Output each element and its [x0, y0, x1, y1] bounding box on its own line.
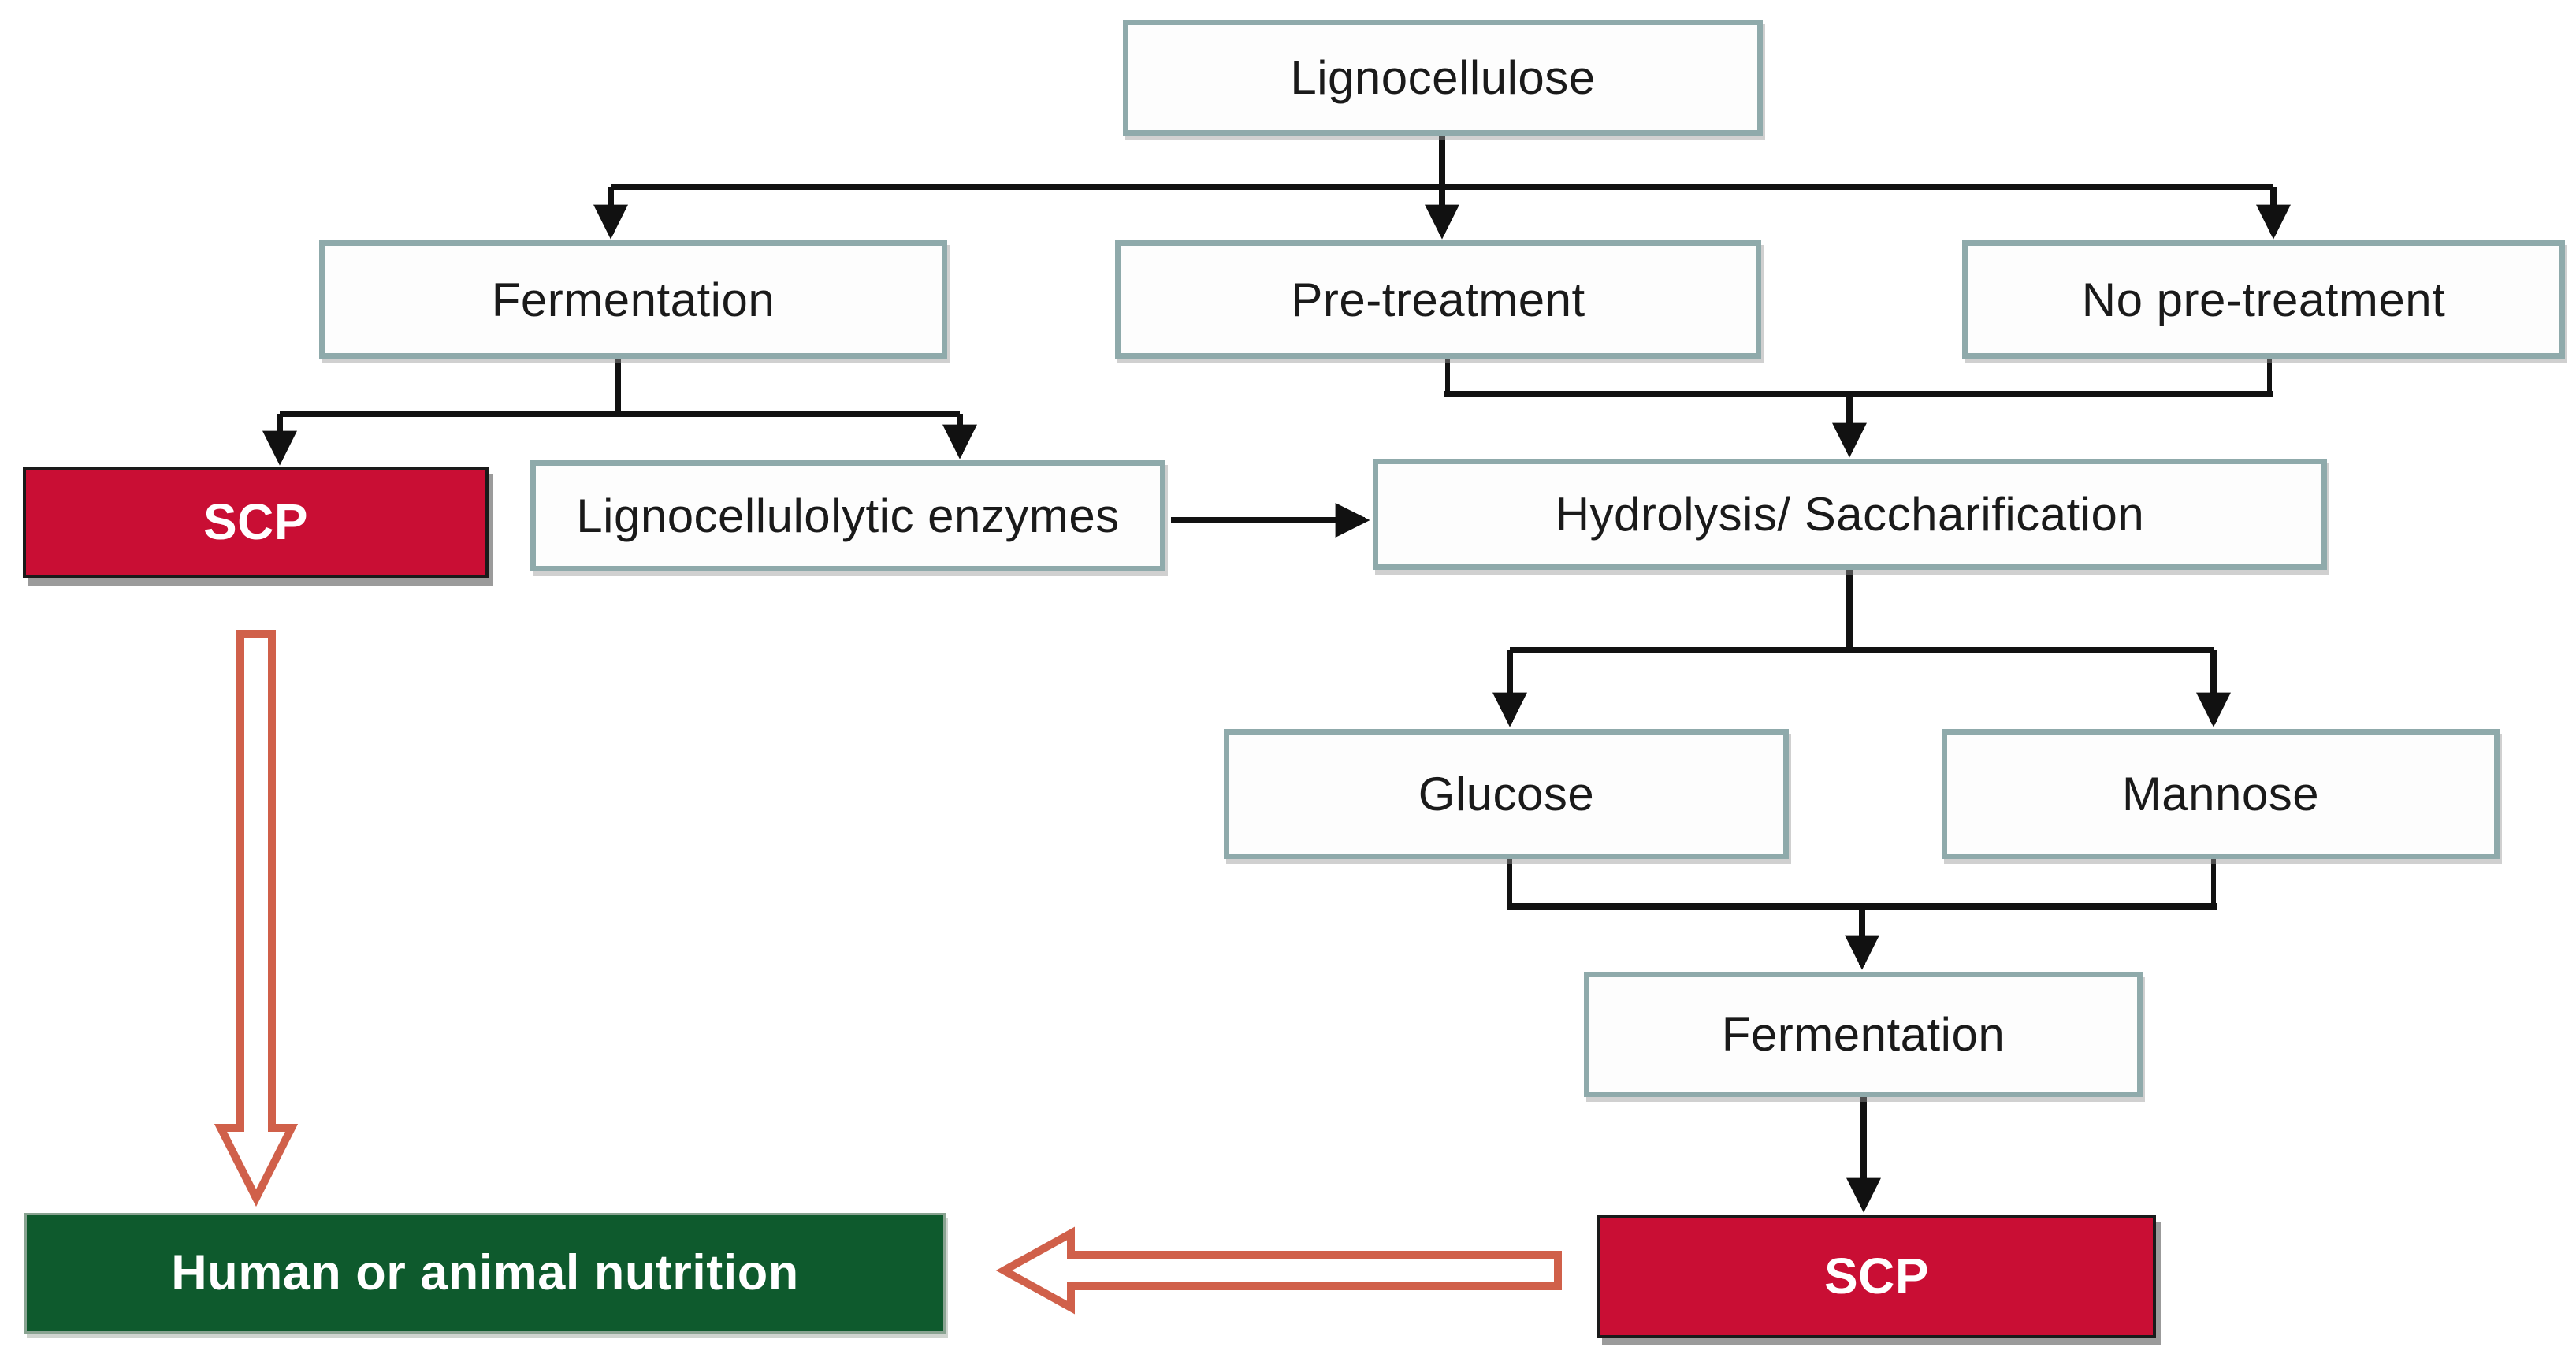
- node-label: Lignocellulolytic enzymes: [576, 489, 1120, 542]
- node-pretreatment: Pre-treatment: [1115, 240, 1761, 359]
- node-label: SCP: [1823, 1248, 1930, 1305]
- node-glucose: Glucose: [1224, 729, 1789, 859]
- node-label: Fermentation: [491, 273, 775, 326]
- hollow-arrow-scp-left-to-nutrition: [214, 630, 299, 1207]
- node-fermentation-top: Fermentation: [319, 240, 947, 359]
- node-scp-right: SCP: [1597, 1215, 2156, 1338]
- node-scp-left: SCP: [23, 467, 489, 578]
- hollow-arrow-scp-right-to-nutrition: [995, 1226, 1562, 1315]
- node-label: Mannose: [2121, 768, 2320, 820]
- node-label: Fermentation: [1721, 1008, 2005, 1061]
- node-no-pretreatment: No pre-treatment: [1962, 240, 2565, 359]
- node-mannose: Mannose: [1942, 729, 2500, 859]
- node-label: Glucose: [1418, 768, 1595, 820]
- node-lignocellulolytic-enzymes: Lignocellulolytic enzymes: [530, 460, 1165, 571]
- node-human-or-animal-nutrition: Human or animal nutrition: [24, 1213, 946, 1334]
- node-lignocellulose: Lignocellulose: [1123, 20, 1763, 136]
- node-label: SCP: [203, 493, 309, 551]
- node-label: Lignocellulose: [1290, 51, 1596, 104]
- node-label: Pre-treatment: [1291, 273, 1585, 326]
- node-hydrolysis-saccharification: Hydrolysis/ Saccharification: [1373, 459, 2327, 570]
- node-label: Human or animal nutrition: [171, 1245, 799, 1301]
- node-label: Hydrolysis/ Saccharification: [1555, 488, 2145, 541]
- node-label: No pre-treatment: [2081, 273, 2446, 326]
- node-fermentation-bottom: Fermentation: [1584, 972, 2143, 1097]
